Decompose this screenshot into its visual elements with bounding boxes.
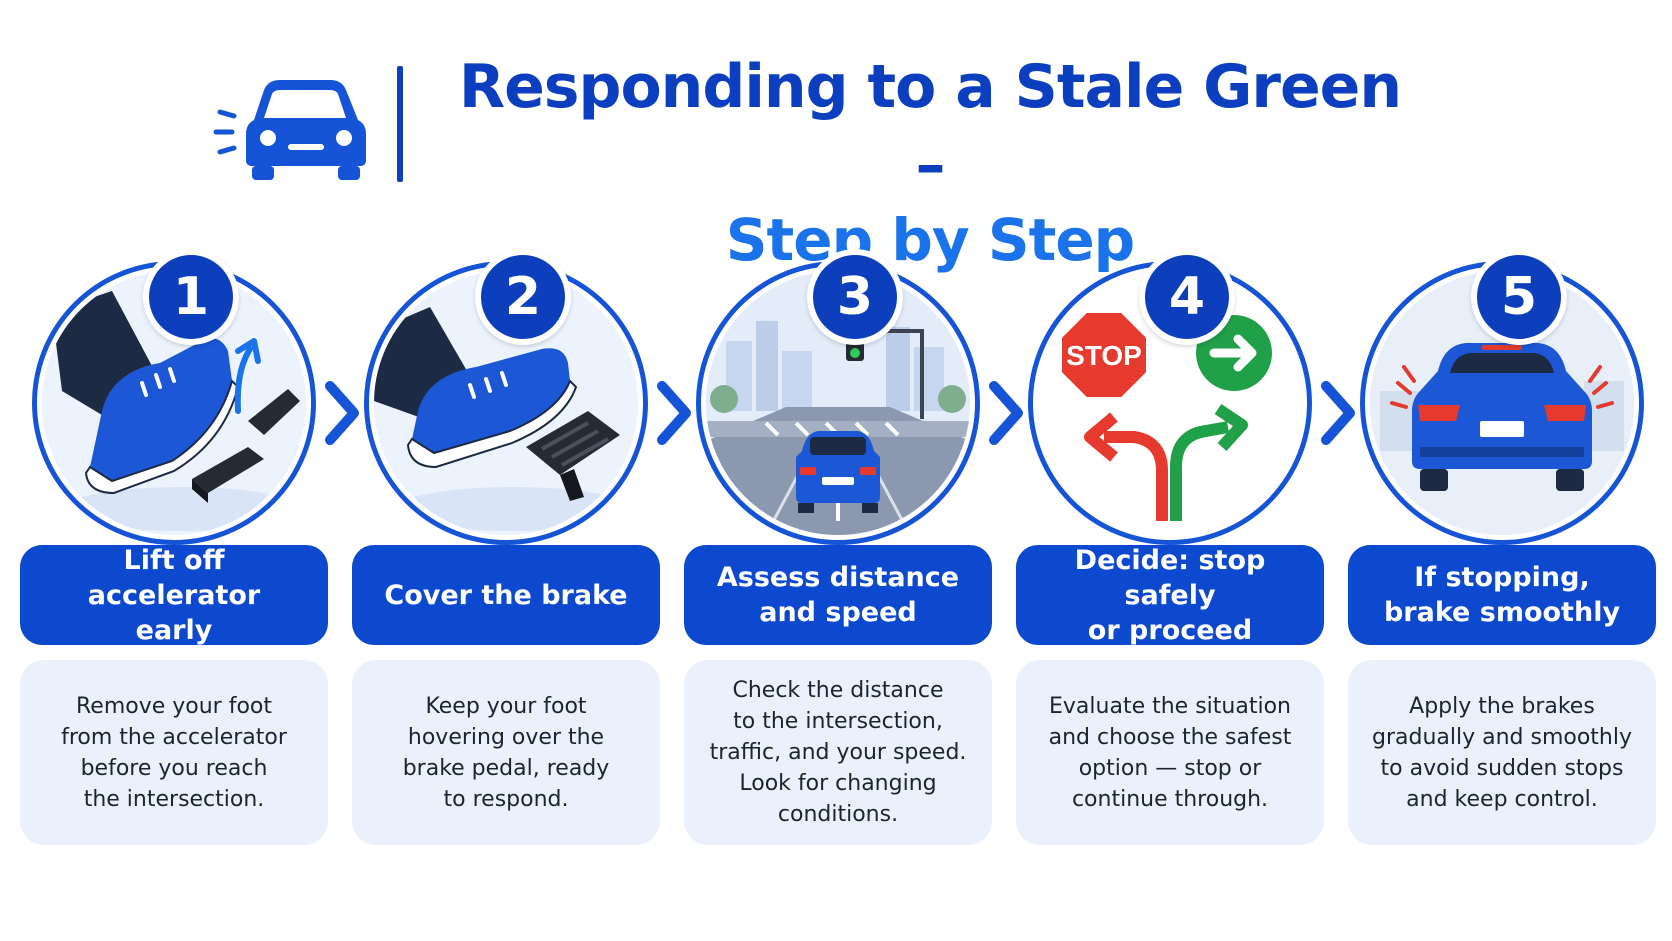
step-4-number: 4: [1139, 249, 1235, 345]
car-approaching-intersection-icon: [706, 271, 970, 535]
step-4: STOP 4 Decide: stop safely or proceed Ev…: [1016, 235, 1324, 845]
step-5-number: 5: [1471, 249, 1567, 345]
step-2-label: Cover the brake: [352, 545, 660, 645]
step-5-illustration: 5: [1360, 249, 1644, 545]
step-1-illustration: 1: [32, 249, 316, 545]
chevron-right-icon: [657, 381, 691, 445]
step-4-description: Evaluate the situation and choose the sa…: [1016, 660, 1324, 845]
step-3: 3 Assess distance and speed Check the di…: [684, 235, 992, 845]
step-3-label: Assess distance and speed: [684, 545, 992, 645]
chevron-right-icon: [325, 381, 359, 445]
chevron-right-icon: [989, 381, 1023, 445]
step-1: 1 Lift off accelerator early Remove your…: [20, 235, 328, 845]
step-1-description: Remove your foot from the accelerator be…: [20, 660, 328, 845]
step-3-number: 3: [807, 249, 903, 345]
title-line-1: Responding to a Stale Green –: [458, 52, 1402, 200]
step-2-illustration: 2: [364, 249, 648, 545]
step-5-label: If stopping, brake smoothly: [1348, 545, 1656, 645]
header-divider: [397, 66, 403, 182]
step-4-label: Decide: stop safely or proceed: [1016, 545, 1324, 646]
car-icon: [213, 80, 366, 180]
step-2-number: 2: [475, 249, 571, 345]
title-line-2: Step by Step: [725, 206, 1135, 274]
chevron-right-icon: [1321, 381, 1355, 445]
page-title: Responding to a Stale Green – Step by St…: [440, 48, 1420, 276]
step-3-description: Check the distance to the intersection, …: [684, 660, 992, 845]
header: Responding to a Stale Green – Step by St…: [0, 0, 1672, 274]
step-5-description: Apply the brakes gradually and smoothly …: [1348, 660, 1656, 845]
step-1-label: Lift off accelerator early: [20, 545, 328, 646]
step-5: 5 If stopping, brake smoothly Apply the …: [1348, 235, 1656, 845]
step-2: 2 Cover the brake Keep your foot hoverin…: [352, 235, 660, 845]
stop-sign-text: STOP: [1066, 340, 1142, 371]
step-1-number: 1: [143, 249, 239, 345]
step-3-illustration: 3: [696, 249, 980, 545]
step-2-description: Keep your foot hovering over the brake p…: [352, 660, 660, 845]
step-4-illustration: STOP 4: [1028, 249, 1312, 545]
